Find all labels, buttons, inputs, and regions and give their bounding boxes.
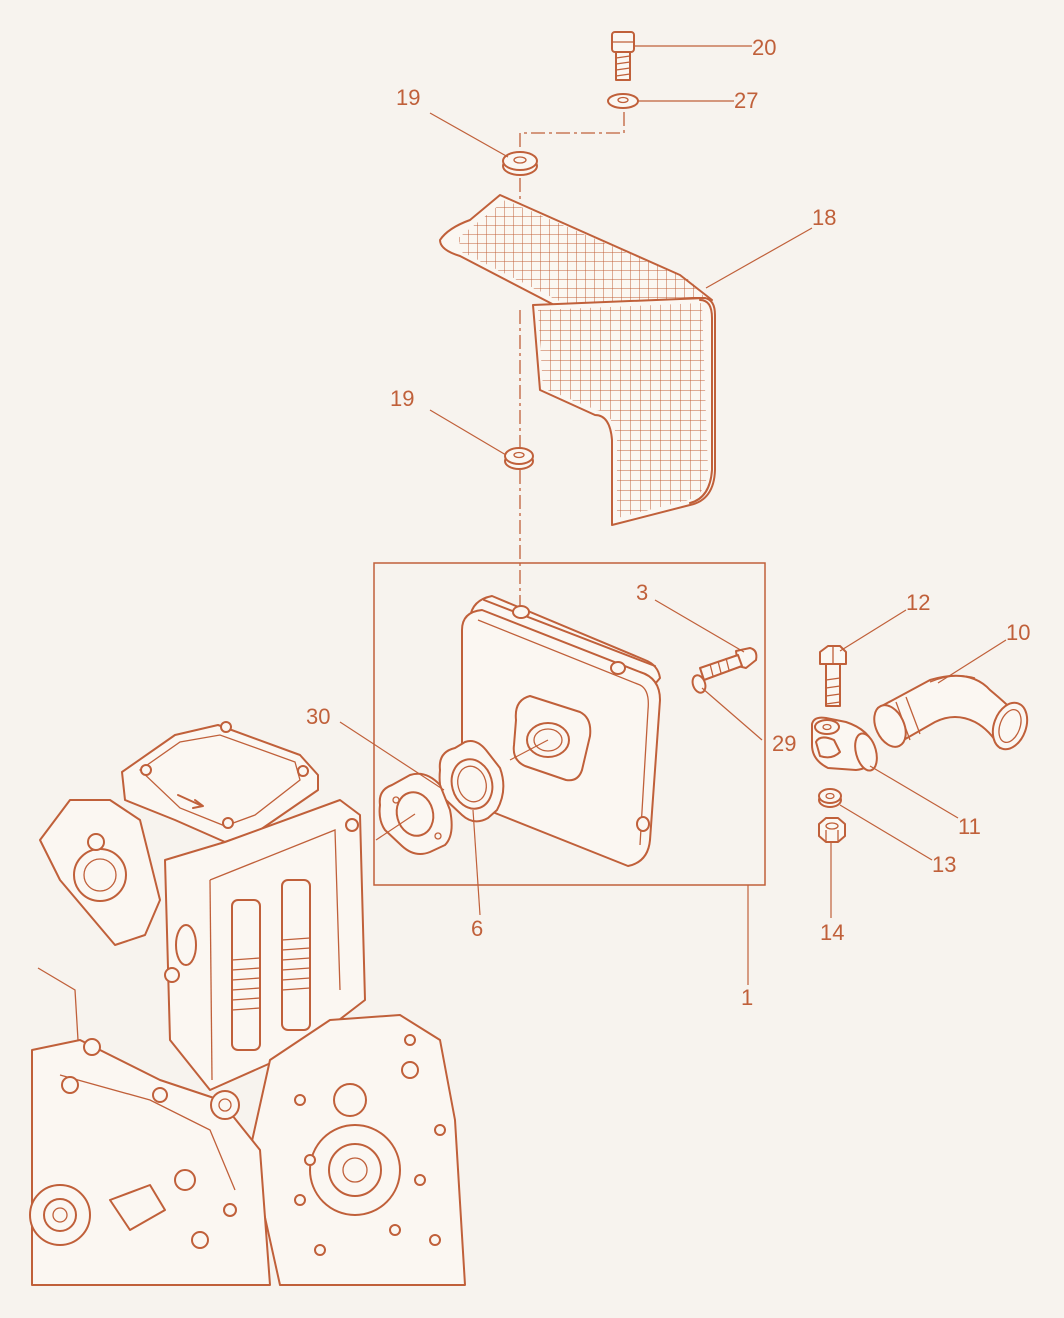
part-19-grommet-lower: [504, 447, 534, 470]
engine-block: [29, 721, 466, 1286]
callout-29: 29: [772, 731, 796, 756]
leader-lines: [339, 45, 1007, 985]
part-30-flange: [378, 772, 453, 855]
callout-19-lower: 19: [390, 386, 414, 411]
part-12-hex-bolt: [819, 645, 847, 707]
callout-19-top: 19: [396, 85, 420, 110]
callout-30: 30: [306, 704, 330, 729]
part-11-clamp: [811, 716, 878, 772]
callout-13: 13: [932, 852, 956, 877]
part-13-washer: [818, 788, 842, 808]
part-20-screw: [611, 31, 635, 81]
callout-20: 20: [752, 35, 776, 60]
part-10-elbow-pipe: [873, 674, 1029, 751]
part-14-hex-nut: [818, 817, 846, 843]
callout-1: 1: [741, 985, 753, 1010]
callout-10: 10: [1006, 620, 1030, 645]
part-27-washer: [607, 93, 639, 109]
part-18-mesh-guard: [439, 194, 716, 526]
part-1-muffler: [461, 595, 661, 867]
part-19-grommet-top: [502, 151, 538, 176]
callout-3: 3: [636, 580, 648, 605]
callout-labels: 20 27 19 18 19 3 12 10 29 30 11 13 6 14 …: [306, 35, 1030, 1010]
callout-27: 27: [734, 88, 758, 113]
callout-12: 12: [906, 590, 930, 615]
callout-18: 18: [812, 205, 836, 230]
callout-11: 11: [958, 814, 981, 839]
callout-14: 14: [820, 920, 844, 945]
assembly-box-part-1: [373, 562, 766, 886]
part-3-bolt: [699, 647, 758, 681]
callout-6: 6: [471, 916, 483, 941]
